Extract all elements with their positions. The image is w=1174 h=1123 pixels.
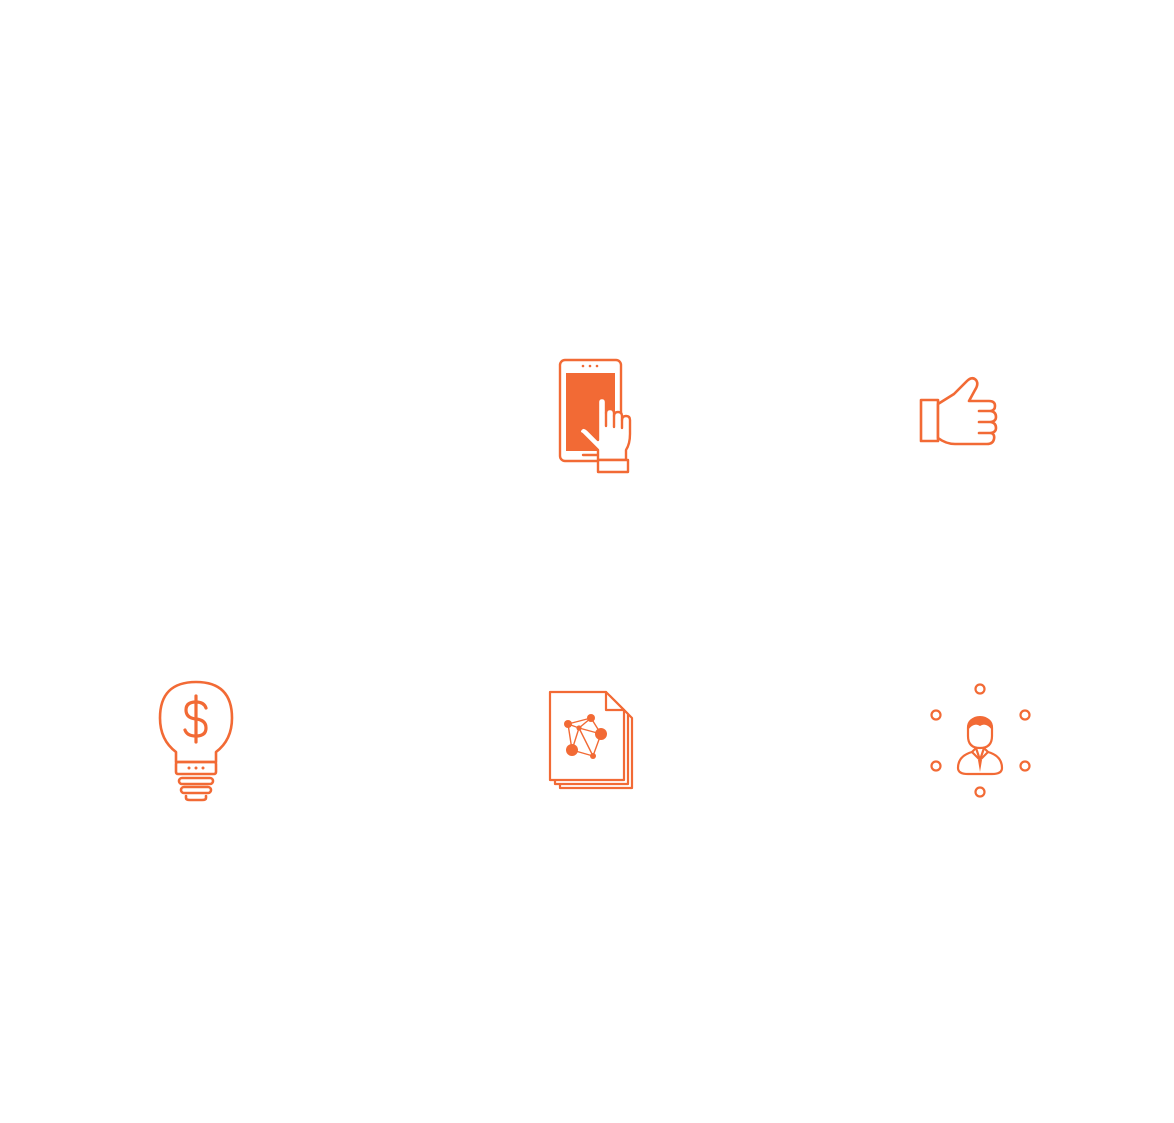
thumbs-up-icon xyxy=(917,374,999,450)
touchscreen-tap-icon xyxy=(556,356,636,476)
money-idea-bulb-icon xyxy=(156,678,236,804)
people-network-icon xyxy=(926,680,1036,802)
data-network-documents-icon xyxy=(546,688,636,792)
